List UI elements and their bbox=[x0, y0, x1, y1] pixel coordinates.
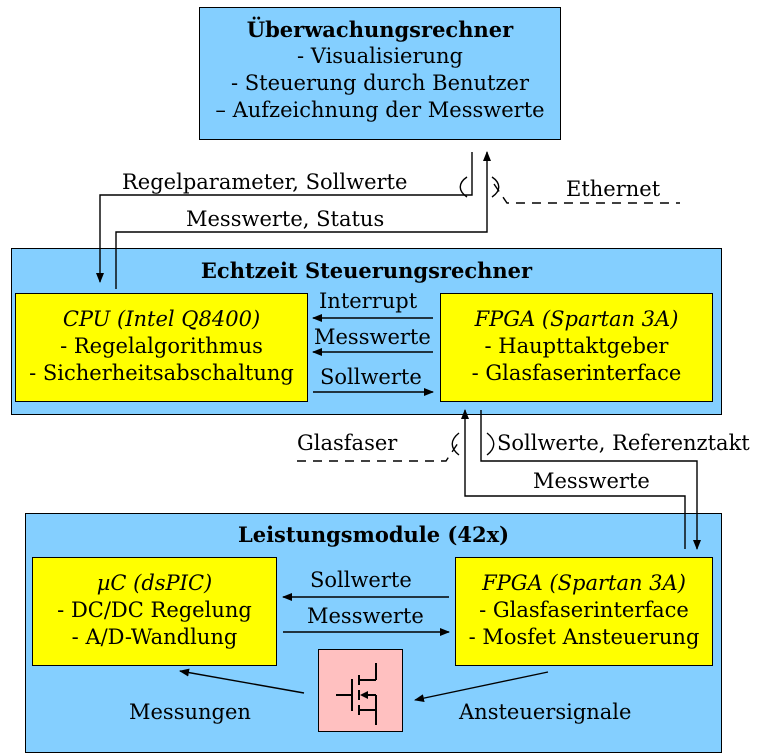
ethernet-bundle-marker bbox=[459, 176, 500, 198]
ansteuersignale-arrow bbox=[414, 671, 549, 703]
ethernet-dashed-line bbox=[493, 183, 680, 204]
microcontroller-line-2: - A/D-Wandlung bbox=[71, 625, 238, 649]
glasfaser-label: Glasfaser bbox=[297, 431, 398, 455]
realtime-fpga-line-2: - Glasfaserinterface bbox=[471, 361, 682, 385]
power-messwerte-label: Messwerte bbox=[307, 604, 424, 628]
power-sollwerte-label: Sollwerte bbox=[310, 568, 412, 592]
fiber-messwerte-label: Messwerte bbox=[533, 469, 650, 493]
power-fpga-box: FPGA (Spartan 3A) - Glasfaserinterface -… bbox=[455, 557, 713, 666]
realtime-controller-title: Echtzeit Steuerungsrechner bbox=[200, 258, 533, 283]
ansteuersignale-label: Ansteuersignale bbox=[459, 700, 632, 724]
microcontroller-line-1: - DC/DC Regelung bbox=[57, 598, 252, 622]
glasfaser-bundle-marker bbox=[451, 432, 495, 456]
monitoring-computer-title: Überwachungsrechner bbox=[246, 17, 514, 42]
messungen-arrow bbox=[179, 668, 305, 694]
power-fpga-title: FPGA (Spartan 3A) bbox=[482, 571, 686, 595]
realtime-sollwerte-label: Sollwerte bbox=[320, 365, 422, 389]
realtime-fpga-box: FPGA (Spartan 3A) - Haupttaktgeber - Gla… bbox=[440, 293, 713, 402]
realtime-fpga-line-1: - Haupttaktgeber bbox=[484, 334, 669, 358]
power-fpga-line-2: - Mosfet Ansteuerung bbox=[468, 625, 700, 649]
power-modules-title: Leistungsmodule (42x) bbox=[237, 522, 510, 547]
glasfaser-dashed-line bbox=[297, 442, 459, 462]
microcontroller-box: µC (dsPIC) - DC/DC Regelung - A/D-Wandlu… bbox=[32, 557, 277, 666]
monitoring-computer-line-3: – Aufzeichnung der Messwerte bbox=[215, 98, 545, 122]
interrupt-label: Interrupt bbox=[319, 289, 418, 313]
monitoring-computer-line-1: - Visualisierung bbox=[297, 44, 463, 68]
ethernet-label: Ethernet bbox=[566, 177, 661, 201]
cpu-line-1: - Regelalgorithmus bbox=[60, 334, 263, 358]
microcontroller-title: µC (dsPIC) bbox=[96, 571, 213, 595]
messwerte-status-label: Messwerte, Status bbox=[186, 207, 385, 231]
sollwerte-referenztakt-label: Sollwerte, Referenztakt bbox=[497, 431, 750, 455]
realtime-fpga-title: FPGA (Spartan 3A) bbox=[474, 307, 679, 331]
fiber-sollwerte-arrow bbox=[480, 410, 701, 550]
messungen-label: Messungen bbox=[129, 700, 251, 724]
power-fpga-line-1: - Glasfaserinterface bbox=[479, 598, 689, 622]
monitoring-computer-line-2: - Steuerung durch Benutzer bbox=[230, 71, 530, 95]
cpu-line-2: - Sicherheitsabschaltung bbox=[29, 361, 294, 385]
realtime-messwerte-label: Messwerte bbox=[314, 325, 431, 349]
mosfet-icon bbox=[336, 663, 377, 725]
cpu-box: CPU (Intel Q8400) - Regelalgorithmus - S… bbox=[15, 293, 308, 402]
cpu-title: CPU (Intel Q8400) bbox=[62, 307, 261, 331]
fiber-messwerte-arrow bbox=[461, 409, 686, 549]
messwerte-status-arrow bbox=[115, 151, 491, 289]
regelparameter-arrow bbox=[96, 152, 473, 283]
regelparameter-label: Regelparameter, Sollwerte bbox=[122, 170, 408, 194]
mosfet-box bbox=[318, 649, 403, 732]
monitoring-computer-box: Überwachungsrechner - Visualisierung - S… bbox=[199, 7, 561, 140]
